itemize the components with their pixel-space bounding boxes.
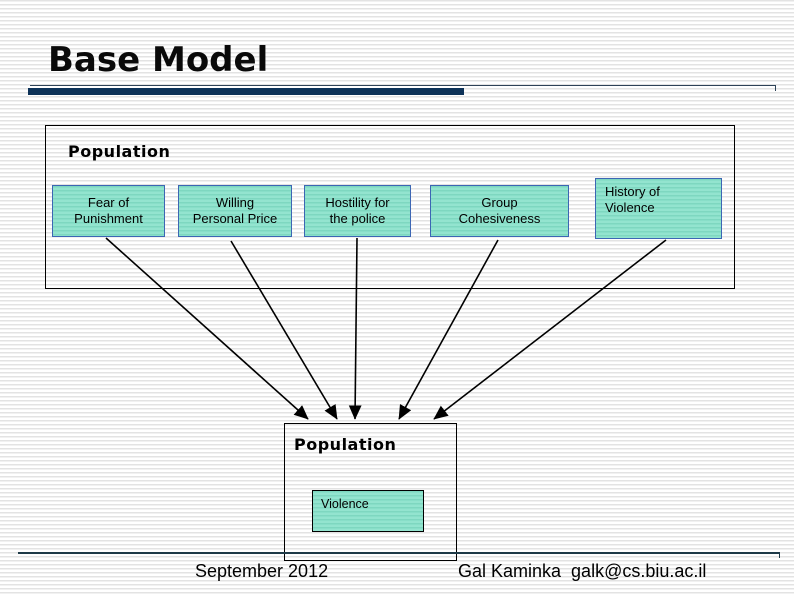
arrow-willing-to-population <box>230 240 338 420</box>
factor-label-line: Personal Price <box>192 211 278 226</box>
footer-author: Gal Kaminka galk@cs.biu.ac.il <box>458 561 707 581</box>
arrow-fear-to-population <box>105 237 309 420</box>
title-accent-bar <box>28 88 464 95</box>
title-rule-thin <box>30 85 776 86</box>
factor-label-line: Cohesiveness <box>458 211 541 226</box>
factor-box-history-of-violence: History of Violence <box>595 178 722 239</box>
factor-label-line: Willing <box>215 195 255 210</box>
violence-label: Violence <box>321 497 369 511</box>
arrow-history-to-population <box>433 239 667 420</box>
factor-label-line: Punishment <box>74 211 143 226</box>
factor-box-group-cohesiveness: Group Cohesiveness <box>430 185 569 237</box>
footer-rule-end-tick <box>779 552 780 558</box>
population-result-container: Population Violence <box>284 423 457 561</box>
title-rule-end-tick <box>775 85 776 91</box>
footer-date: September 2012 <box>195 561 329 581</box>
slide-title: Base Model <box>48 40 269 80</box>
factor-label-line: History of <box>605 184 660 199</box>
population-label-bottom: Population <box>294 435 397 454</box>
population-factors-container: Population <box>45 125 735 289</box>
violence-box: Violence <box>312 490 424 532</box>
factor-label-line: Group <box>481 195 518 210</box>
factor-box-hostility-for-the-police: Hostility for the police <box>304 185 411 237</box>
population-label-top: Population <box>68 142 171 161</box>
factor-label-line: Hostility for <box>325 195 390 210</box>
footer-rule <box>18 552 780 554</box>
arrow-group-to-population <box>398 239 499 420</box>
factor-label-line: the police <box>329 211 386 226</box>
factor-label-line: Fear of <box>87 195 130 210</box>
factor-box-fear-of-punishment: Fear of Punishment <box>52 185 165 237</box>
factor-box-willing-personal-price: Willing Personal Price <box>178 185 292 237</box>
arrow-hostility-to-population <box>348 237 362 420</box>
factor-label-line: Violence <box>605 200 655 215</box>
